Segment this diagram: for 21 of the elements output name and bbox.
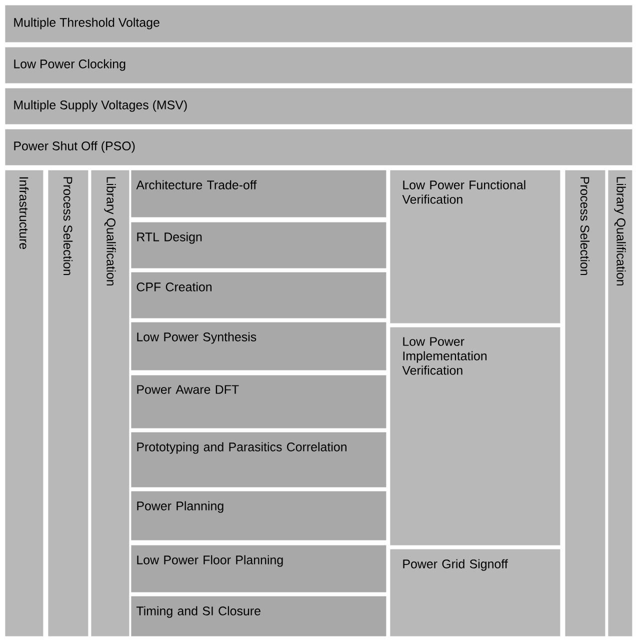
technique-band: Multiple Threshold Voltage (5, 5, 632, 42)
flow-step-box: Timing and SI Closure (131, 596, 386, 636)
flow-step-box: Low Power Synthesis (131, 322, 386, 370)
verification-box: Low Power Functional Verification (390, 170, 560, 324)
technique-band: Low Power Clocking (5, 47, 632, 84)
technique-band: Multiple Supply Voltages (MSV) (5, 88, 632, 124)
flow-step-box: Prototyping and Parasitics Correlation (131, 432, 386, 488)
vertical-column: Infrastructure (5, 170, 44, 636)
verification-box: Low Power Implementation Verification (390, 327, 560, 546)
flow-step-box: Power Aware DFT (131, 375, 386, 428)
flow-step-box: Power Planning (131, 491, 386, 540)
vertical-column: Library Qualification (608, 170, 632, 636)
verification-box: Power Grid Signoff (390, 549, 560, 636)
vertical-column: Library Qualification (91, 170, 130, 636)
flow-step-box: Architecture Trade-off (131, 170, 386, 218)
vertical-column: Process Selection (565, 170, 606, 636)
flow-step-box: Low Power Floor Planning (131, 545, 386, 592)
technique-band: Power Shut Off (PSO) (5, 129, 632, 166)
flow-step-box: RTL Design (131, 222, 386, 268)
vertical-column: Process Selection (48, 170, 88, 636)
flow-step-box: CPF Creation (131, 272, 386, 318)
